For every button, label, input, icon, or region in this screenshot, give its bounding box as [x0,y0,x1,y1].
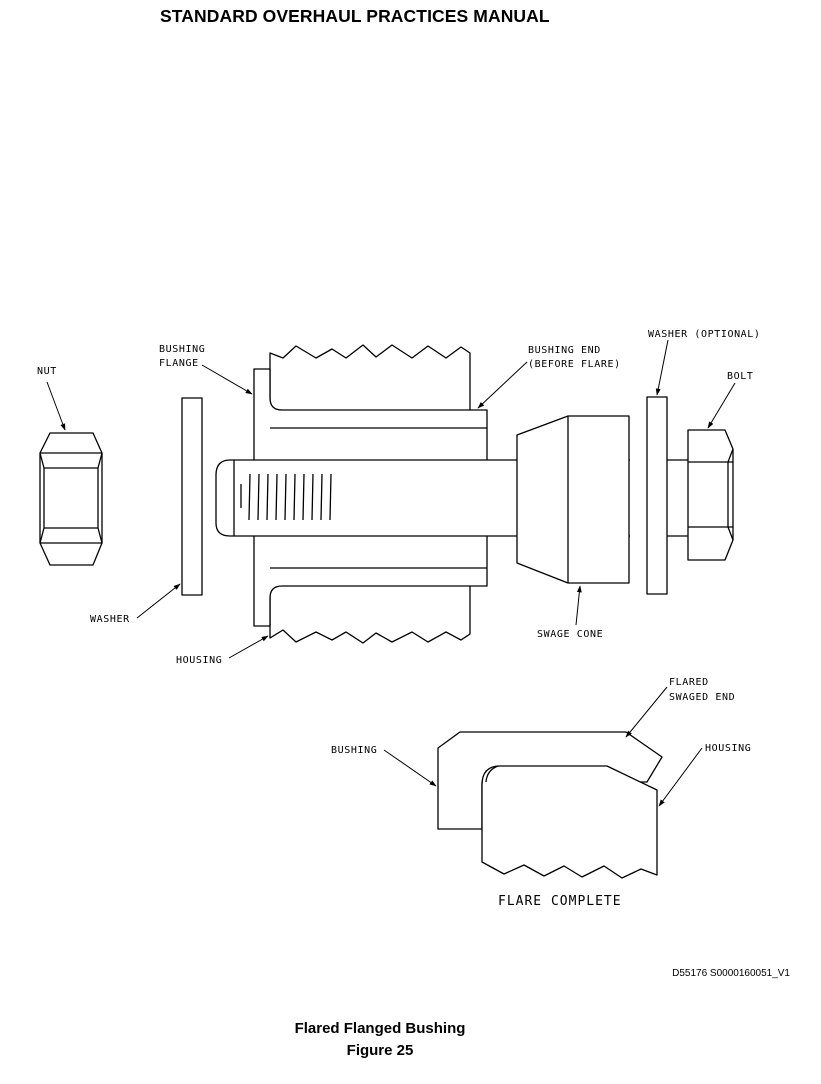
flare-detail [437,731,663,879]
label-bolt: BOLT [727,371,753,382]
label-swage-cone: SWAGE CONE [537,629,603,640]
label-housing: HOUSING [176,655,222,666]
label-bushing-flange-line2: FLANGE [159,358,199,369]
label-flared-line2: SWAGED END [669,692,735,703]
figure-title: Flared Flanged Bushing [294,1020,466,1037]
label-bushing-end-line1: BUSHING END [528,345,601,356]
label-nut: NUT [37,366,57,377]
page-title: STANDARD OVERHAUL PRACTICES MANUAL [160,6,550,26]
label-housing-detail: HOUSING [705,743,751,754]
label-bushing-flange-line1: BUSHING [159,344,205,355]
drawing-id: D55176 S0000160051_V1 [672,968,790,979]
label-flared-line1: FLARED [669,677,709,688]
housing-part [269,344,471,644]
swage-cone-part [516,415,630,584]
washer-left-part [181,397,203,596]
label-bushing: BUSHING [331,745,377,756]
label-washer: WASHER [90,614,130,625]
nut-part [39,432,103,566]
label-flare-complete: FLARE COMPLETE [498,894,622,909]
leader-lines [46,339,736,807]
figure-number: Figure 25 [346,1042,414,1059]
figure-caption: Flared Flanged Bushing Figure 25 [0,1018,760,1062]
washer-optional-part [646,396,668,595]
label-washer-optional: WASHER (OPTIONAL) [648,329,761,340]
bolt-head-part [687,429,734,561]
label-bushing-end-line2: (BEFORE FLARE) [528,359,621,370]
